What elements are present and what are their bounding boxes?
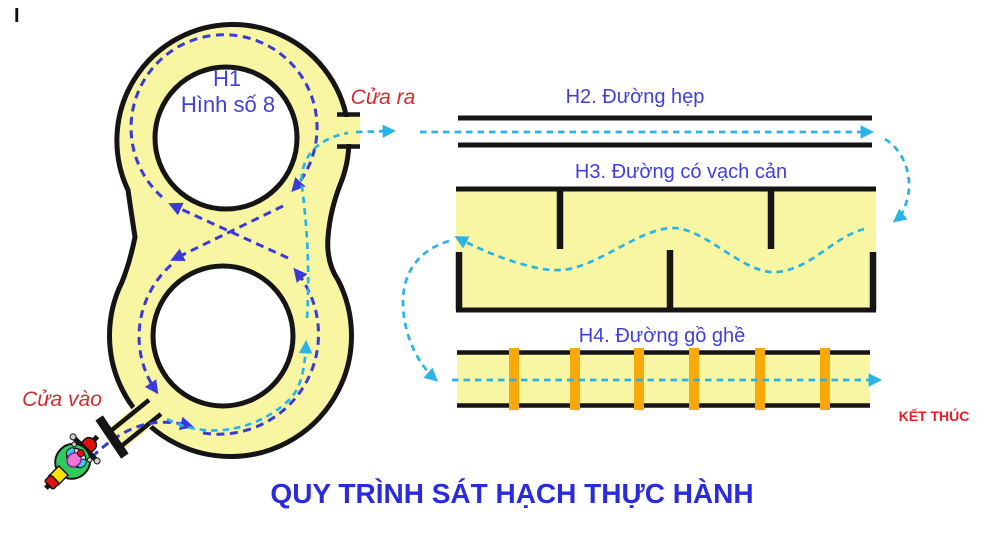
route-cross-down bbox=[170, 204, 284, 261]
route-bottom-loop-right bbox=[202, 267, 320, 436]
h4-section-label: H4. Đường gồ ghề bbox=[579, 325, 746, 347]
h3-section-label: H3. Đường có vạch cản bbox=[575, 161, 787, 183]
h4-bump-2 bbox=[570, 348, 580, 410]
h4-bump-5 bbox=[755, 348, 765, 410]
entry-gate-label: Cửa vào bbox=[22, 388, 102, 411]
motorcycle-icon bbox=[44, 433, 101, 490]
finish-label: KẾT THÚC bbox=[899, 407, 970, 424]
entry-opening bbox=[104, 396, 164, 452]
entry-gate-bar bbox=[95, 415, 129, 459]
route-exit-neck bbox=[300, 131, 349, 319]
page-title: QUY TRÌNH SÁT HẠCH THỰC HÀNH bbox=[270, 478, 753, 509]
h1-name-label: Hình số 8 bbox=[181, 92, 275, 117]
h2-section-label: H2. Đường hẹp bbox=[566, 86, 705, 108]
route-exit-out bbox=[355, 124, 397, 139]
top-left-marker: I bbox=[14, 5, 20, 27]
exit-gate-label: Cửa ra bbox=[351, 86, 416, 109]
route-h2-to-h3-connector bbox=[884, 137, 911, 223]
route-entry-segment bbox=[90, 416, 194, 459]
h3-obstacle-area bbox=[456, 189, 876, 310]
route-cross-up bbox=[168, 202, 289, 260]
route-bottom-loop-left bbox=[137, 263, 173, 395]
figure8-bottom-island bbox=[150, 263, 296, 409]
route-top-loop bbox=[129, 33, 319, 199]
entry-wall-left bbox=[105, 398, 151, 436]
figure8-top-island bbox=[152, 64, 300, 212]
route-exit-bottom-arc bbox=[166, 339, 313, 432]
h1-code-label: H1 bbox=[213, 66, 241, 91]
exit-opening bbox=[334, 117, 360, 144]
entry-wall-right bbox=[117, 412, 163, 450]
route-h3-slalom bbox=[454, 226, 865, 274]
route-h3-to-h4-connector bbox=[401, 239, 450, 382]
